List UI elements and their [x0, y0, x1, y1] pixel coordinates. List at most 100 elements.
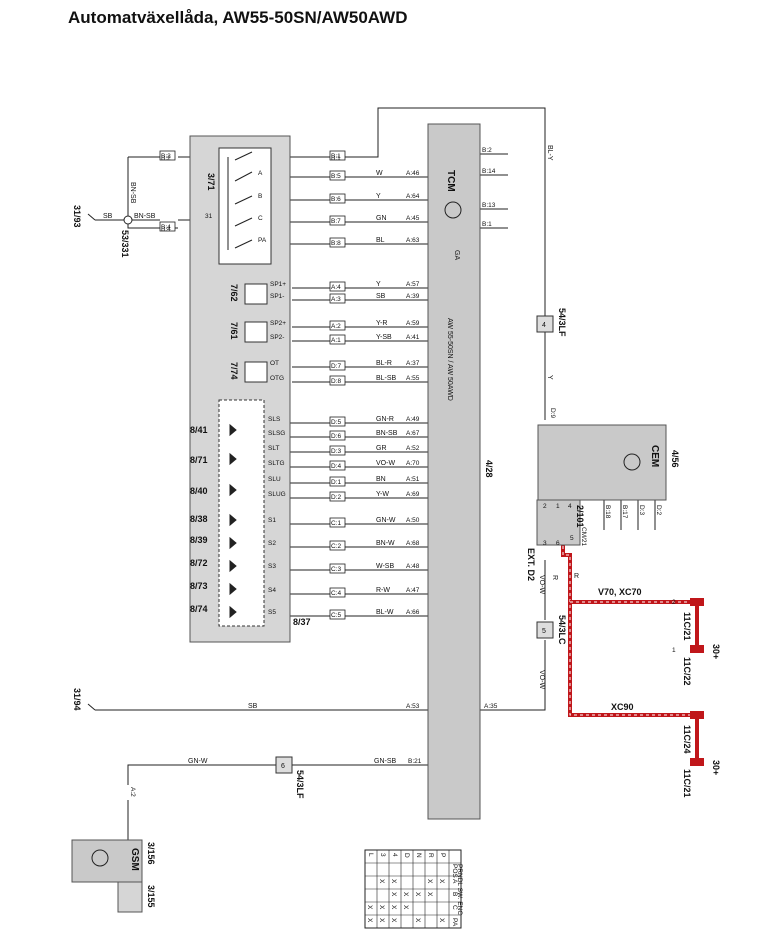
- prndl-mark: X: [390, 892, 397, 897]
- prndl-mark: X: [378, 918, 385, 923]
- top-conn-b4-dummy-box: [159, 221, 176, 232]
- sp1-ref: 7/62: [229, 284, 239, 302]
- sol-pin-4: SLU: [268, 476, 281, 483]
- speed-0-conn-0: A:4: [331, 284, 341, 291]
- sol-wire-2: GR: [376, 445, 387, 452]
- top-conn-b2-dummy: B:2: [161, 153, 171, 160]
- fuse-3: [690, 711, 704, 719]
- prndl-pos-N: N: [415, 853, 422, 858]
- shift-wire-3: R-W: [376, 587, 390, 594]
- switch-wire-3: BL: [376, 237, 385, 244]
- ext-pin-3: 3: [543, 540, 547, 547]
- top-conn-b1-dummy-box: [329, 150, 346, 161]
- switch-conn-2: B:7: [331, 218, 341, 225]
- sol-wire-4: BN: [376, 476, 386, 483]
- switch-tcm-2: A:45: [406, 215, 420, 222]
- switch-conn-0: B:5: [331, 173, 341, 180]
- sol-tcm-4: A:51: [406, 476, 420, 483]
- prndl-mark: X: [438, 918, 445, 923]
- shift-ref-1: 8/39: [190, 535, 208, 545]
- bottom-b21: B:21: [408, 758, 422, 765]
- speed-1-tcm-0: A:59: [406, 320, 420, 327]
- speed-0-conn-1: A:3: [331, 296, 341, 303]
- bottom-a35: A:35: [484, 703, 498, 710]
- prndl-mark: X: [390, 918, 397, 923]
- red-wire-r2: R: [574, 573, 579, 580]
- sol-tcm-2: A:52: [406, 445, 420, 452]
- splice-6-box: [275, 756, 293, 774]
- sol-tcm-3: A:70: [406, 460, 420, 467]
- cem-bottom-0: B:18: [604, 505, 611, 519]
- shift-conn-1: C:2: [331, 543, 342, 550]
- solenoid-box: [218, 399, 265, 627]
- shift-ref-4: 8/74: [190, 604, 208, 614]
- speed-1-conn-0-box: [329, 320, 346, 331]
- splice6-num: 6: [281, 763, 285, 770]
- sol-tcm-0: A:49: [406, 416, 420, 423]
- switch-conn-0-box: [329, 170, 346, 181]
- top-conn-b4-dummy: B:4: [161, 224, 171, 231]
- speed-sensor-1-box: [244, 283, 268, 305]
- switch-conn-3: B:8: [331, 240, 341, 247]
- shift-pin-4: S5: [268, 609, 276, 616]
- switch-pin-a: A: [258, 170, 263, 177]
- fuse-num-1: 1: [672, 647, 676, 654]
- tcm-right-2: B:13: [482, 202, 496, 209]
- gsm-sub-box: [117, 881, 143, 913]
- sol-conn-1: D:6: [331, 433, 342, 440]
- speed-1-tcm-1: A:41: [406, 334, 420, 341]
- variant-v70: V70, XC70: [598, 587, 642, 597]
- cem-name: CEM: [649, 445, 660, 467]
- fuse-1: [690, 598, 704, 606]
- tcm-name: TCM: [445, 170, 456, 192]
- switch-wire-0: W: [376, 170, 383, 177]
- tcm-right-1: B:14: [482, 168, 496, 175]
- switch-pin-b: B: [258, 193, 262, 200]
- switch-wire-1: Y: [376, 193, 381, 200]
- ext-d2-box: [536, 499, 581, 546]
- cem-clock-icon: [623, 453, 641, 471]
- sol-pin-2: SLT: [268, 445, 279, 452]
- fuse-num-2: 2: [672, 599, 676, 606]
- tcm-right-3: B:1: [482, 221, 492, 228]
- tcm-right-0: B:2: [482, 147, 492, 154]
- temp-conn-1: D:8: [331, 378, 342, 385]
- cem-bottom-1: B:17: [621, 505, 628, 519]
- prndl-mark: X: [378, 905, 385, 910]
- fuse-2-label: 11C/22: [682, 657, 692, 686]
- shift-pin-0: S1: [268, 517, 276, 524]
- fuse-4: [690, 758, 704, 766]
- prndl-head-2: B: [451, 892, 458, 896]
- tcm-symbol: GA: [453, 250, 460, 260]
- prndl-mark: X: [402, 892, 409, 897]
- shift-ref-2: 8/72: [190, 558, 208, 568]
- speed-1-wire-1: Y-SB: [376, 334, 392, 341]
- sol-conn-3-box: [329, 460, 346, 471]
- splice5-ref: 54/3LC: [557, 615, 567, 645]
- sol-pin-3: SLTG: [268, 460, 285, 467]
- top-sb: SB: [103, 213, 113, 220]
- shift-conn-0: C:1: [331, 520, 342, 527]
- temp-wire-0: BL-R: [376, 360, 392, 367]
- shift-conn-2-box: [329, 563, 346, 574]
- tcm-model: AW 55-50SN / AW 50AWD: [446, 318, 453, 401]
- prndl-pos-4: 4: [391, 853, 398, 857]
- bottom-gnw: GN-W: [188, 758, 208, 765]
- top-b2: B:2: [161, 155, 171, 162]
- speed-0-tcm-1: A:39: [406, 293, 420, 300]
- switch-ref: 3/71: [206, 173, 216, 191]
- cem-bottom-2: D:3: [638, 505, 645, 516]
- gsm-ref2: 3/155: [146, 885, 156, 908]
- prndl-pos-P: P: [439, 853, 446, 857]
- gsm-name: GSM: [129, 848, 140, 871]
- fuse-plus-1: 30+: [711, 644, 721, 659]
- sol-conn-0-box: [329, 416, 346, 427]
- prndl-head-3: C: [451, 905, 458, 910]
- top-conn-b1-dummy: B:1: [331, 153, 341, 160]
- prndl-mark: X: [438, 879, 445, 884]
- prndl-head2: PRNDL SW. ENC: [456, 864, 463, 915]
- shift-pin-2: S3: [268, 563, 276, 570]
- ext-pin-5: 5: [570, 535, 574, 542]
- ext-pin-1: 1: [556, 503, 560, 510]
